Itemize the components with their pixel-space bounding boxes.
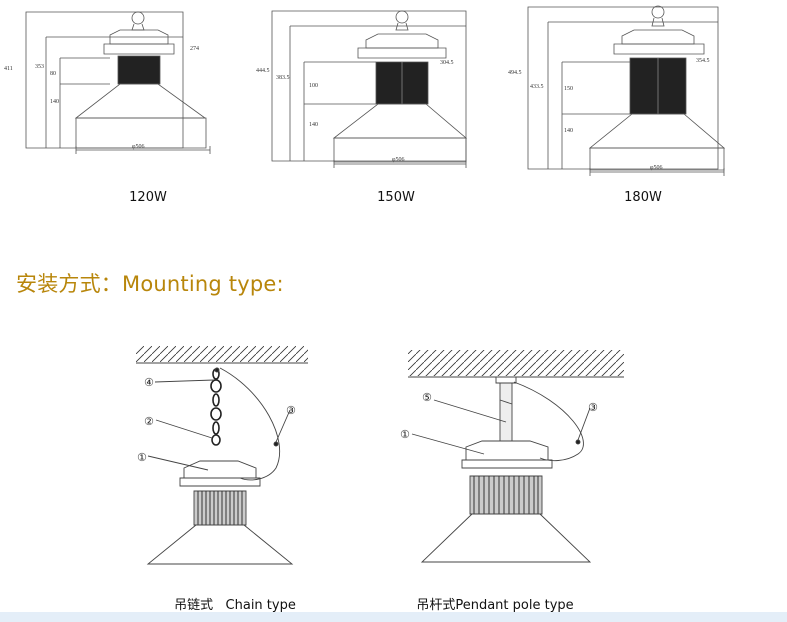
caption-pendant-pole-type: 吊杆式Pendant pole type	[416, 598, 574, 613]
caption-150w: 150W	[377, 190, 415, 205]
callout-pole-1: ①	[400, 428, 410, 441]
dimension-drawing-120w: 411 353 80 140 274 φ506 444.5 383.5 100 …	[4, 0, 787, 180]
callout-chain-3: ③	[286, 404, 296, 417]
lamp-drawing-3	[528, 6, 724, 176]
dim-label-driver-2: 100	[309, 83, 318, 89]
dim-label-diameter-1: φ506	[132, 144, 144, 150]
dim-label-mid-3: 140	[564, 128, 573, 134]
dim-label-driver-3: 150	[564, 86, 573, 92]
callout-pole-3: ③	[588, 401, 598, 414]
callout-chain-4: ④	[144, 376, 154, 389]
dim-label-top-right-2: 304.5	[440, 60, 454, 66]
dim-label-top-right-1: 274	[190, 46, 199, 52]
heatsink-fins-pole	[474, 476, 538, 514]
dim-label-mid-2: 140	[309, 122, 318, 128]
pendant-pole-diagram	[408, 350, 624, 562]
mounting-diagrams: ④ ② ① ③ ⑤ ① ③	[136, 346, 624, 600]
chain-links	[211, 369, 221, 445]
dim-label-total-1: 411	[4, 66, 13, 72]
dim-label-diameter-2: φ506	[392, 157, 404, 163]
dim-label-driver-1: 80	[50, 71, 56, 77]
dim-label-upper-2: 383.5	[276, 75, 290, 81]
dim-label-top-right-3: 354.5	[696, 58, 710, 64]
callout-pole-5: ⑤	[422, 391, 432, 404]
mounting-type-title: 安装方式：Mounting type:	[16, 272, 284, 296]
chain-type-diagram	[136, 346, 308, 564]
bottom-strip	[0, 612, 787, 622]
caption-180w: 180W	[624, 190, 662, 205]
dim-label-total-3: 494.5	[508, 70, 522, 76]
caption-120w: 120W	[129, 190, 167, 205]
lamp-drawing-2	[272, 11, 466, 168]
dim-label-mid-1: 140	[50, 99, 59, 105]
heatsink-fins-chain	[198, 491, 242, 525]
dim-label-upper-1: 353	[35, 64, 44, 70]
caption-chain-type: 吊链式 Chain type	[174, 598, 296, 613]
dim-label-total-2: 444.5	[256, 68, 270, 74]
callout-chain-2: ②	[144, 415, 154, 428]
lamp-drawing-1	[26, 12, 210, 154]
dim-label-upper-3: 433.5	[530, 84, 544, 90]
dim-label-diameter-3: φ506	[650, 165, 662, 171]
callout-chain-1: ①	[137, 451, 147, 464]
